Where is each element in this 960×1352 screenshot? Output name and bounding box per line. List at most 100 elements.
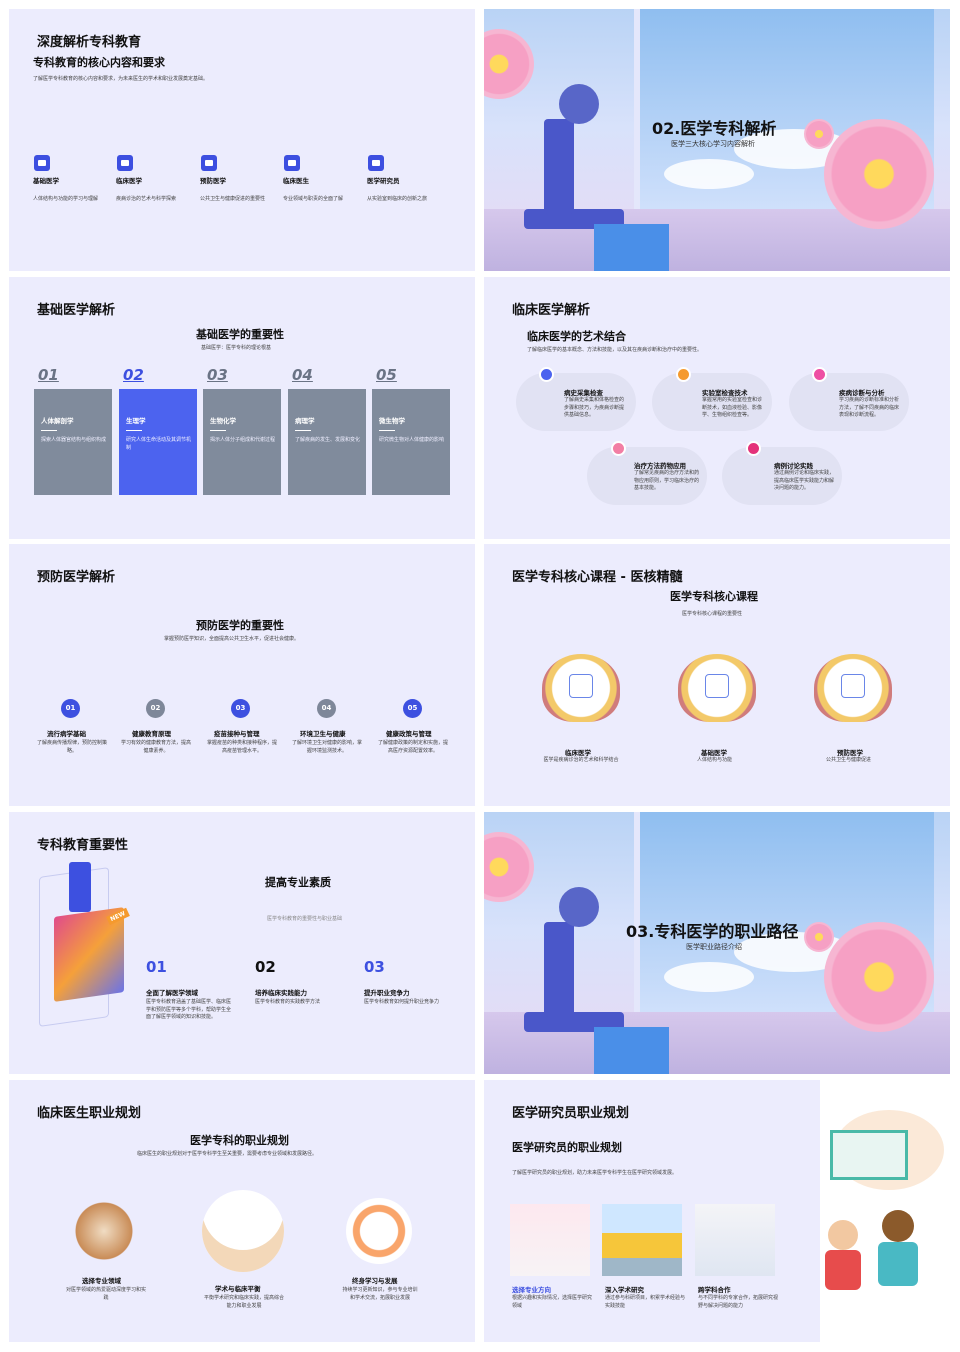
card-label: 病理学 [295, 417, 315, 425]
slide-title: 基础医学解析 [37, 303, 116, 318]
course-image [542, 654, 620, 722]
slide-subtitle: 医学研究员的职业规划 [512, 1141, 622, 1154]
slide-basic-medicine[interactable]: 基础医学解析 基础医学的重要性 基础医学：医学专科的理论根基 01 02 03 … [9, 277, 475, 539]
diagnosis-icon [812, 367, 827, 382]
bubble-desc: 掌握常用的实验室检查和诊断技术，如血液检验、影像学、生物组织检查等。 [702, 397, 763, 418]
step-number: 02 [146, 699, 165, 718]
item-desc: 公共卫生与健康促进的重要性 [200, 196, 266, 202]
step-label: 环境卫生与健康 [300, 730, 346, 738]
slide-importance[interactable]: 专科教育重要性 NEW 提高专业素质 医学专科教育的重要性与职业基础 01 全面… [9, 812, 475, 1074]
career-desc: 持续学习更新知识，参与专业培训和学术交流，拓展职业发展 [342, 1287, 418, 1301]
step-desc: 了解环境卫生对健康的影响，掌握环境监测技术。 [292, 740, 363, 754]
item-desc: 从实验室到临床的创新之旅 [367, 196, 428, 202]
topic-card[interactable]: 病理学 了解疾病的发生、发展和变化 [288, 389, 366, 495]
slide-title: 预防医学解析 [37, 570, 116, 585]
card-label: 生物化学 [210, 417, 236, 425]
section-title: 03.专科医学的职业路径 [626, 922, 799, 941]
card-desc: 揭示人体分子组成和代谢过程 [210, 437, 276, 443]
course-image [814, 654, 892, 722]
card-number: 01 [38, 366, 59, 384]
slide-core-courses[interactable]: 医学专科核心课程 - 医核精髓 医学专科核心课程 医学专科核心课程的重要性 临床… [484, 544, 950, 806]
card-number: 05 [376, 366, 397, 384]
topic-card[interactable]: 微生物学 研究微生物对人体健康的影响 [372, 389, 450, 495]
point-desc: 医学专科教育的实践教学方法 [255, 999, 321, 1005]
card-number: 03 [207, 366, 228, 384]
research-desc: 根据兴趣和实际情况，选择医学研究领域 [512, 1295, 593, 1309]
section-subtitle: 医学三大核心学习内容解析 [671, 140, 755, 148]
kids-illustration [820, 1080, 950, 1342]
slide-section-03[interactable]: 03.专科医学的职业路径 医学职业路径介绍 [484, 812, 950, 1074]
step-desc: 学习有效的健康教育方法，提高健康素养。 [121, 740, 192, 754]
bubble-desc: 了解常见疾病的治疗方法和药物应用原则，学习临床治疗的基本技能。 [634, 470, 700, 491]
career-desc: 平衡学术研究和临床实践，提高综合能力和职业发展 [203, 1295, 284, 1309]
research-desc: 与不同学科的专家合作，拓展研究视野与解决问题的能力 [698, 1295, 779, 1309]
career-label: 选择专业领域 [82, 1277, 121, 1285]
point-label: 全面了解医学领域 [146, 989, 198, 997]
slide-researcher-career[interactable]: 医学研究员职业规划 医学研究员的职业规划 了解医学研究员的职业规划，助力未来医学… [484, 1080, 950, 1342]
career-image [346, 1198, 412, 1264]
slide-intro[interactable]: 深度解析专科教育 专科教育的核心内容和要求 了解医学专科教育的核心内容和要求，为… [9, 9, 475, 271]
slide-title: 深度解析专科教育 [37, 35, 142, 50]
card-label: 微生物学 [379, 417, 405, 425]
topic-bubble[interactable] [722, 447, 842, 505]
lab-icon [676, 367, 691, 382]
section-subtitle: 医学职业路径介绍 [686, 943, 742, 951]
topic-bubble[interactable] [652, 373, 772, 431]
point-desc: 医学专科教育涵盖了基础医学、临床医学和预防医学等多个学科，帮助学生全面了解医学领… [146, 999, 232, 1020]
course-label: 预防医学 [837, 749, 863, 757]
step-number: 01 [61, 699, 80, 718]
topic-bubble[interactable] [789, 373, 909, 431]
item-label: 基础医学 [33, 177, 59, 185]
slide-caption: 医学专科核心课程的重要性 [682, 611, 743, 617]
research-desc: 通过参与科研项目，积累学术经验与实践技能 [605, 1295, 686, 1309]
bubble-desc: 通过病例讨论和临床实践，提高临床医学实践能力和解决问题的能力。 [774, 470, 835, 491]
topic-card[interactable]: 人体解剖学 探索人体器官结构与组织构成 [34, 389, 112, 495]
book-icon [34, 155, 50, 171]
topic-card[interactable]: 生理学 研究人体生命活动及其调节机制 [119, 389, 197, 495]
item-desc: 疾病诊治的艺术与科学探索 [116, 196, 177, 202]
career-label: 终身学习与发展 [352, 1277, 398, 1285]
shield-icon [201, 155, 217, 171]
slide-subtitle: 医学专科的职业规划 [190, 1134, 289, 1147]
item-desc: 专业领域与职责的全面了解 [283, 196, 344, 202]
point-label: 培养临床实践能力 [255, 989, 307, 997]
slide-subtitle: 预防医学的重要性 [196, 619, 284, 632]
item-label: 预防医学 [200, 177, 226, 185]
card-number: 04 [292, 366, 313, 384]
step-number: 03 [231, 699, 250, 718]
flask-icon [841, 674, 865, 698]
card-desc: 探索人体器官结构与组织构成 [41, 437, 107, 443]
research-label: 跨学科合作 [698, 1286, 731, 1294]
card-desc: 研究人体生命活动及其调节机制 [126, 437, 192, 451]
slide-subtitle: 提高专业素质 [265, 876, 331, 889]
bubble-label: 疾病诊断与分析 [839, 389, 885, 397]
slide-desc: 掌握预防医学知识，全面提高公共卫生水平，促进社会健康。 [164, 636, 300, 642]
school-bus-image [602, 1204, 682, 1276]
card-desc: 了解疾病的发生、发展和变化 [295, 437, 361, 443]
doctor-icon [284, 155, 300, 171]
card-label: 人体解剖学 [41, 417, 74, 425]
topic-bubble[interactable] [516, 373, 636, 431]
topic-card[interactable]: 生物化学 揭示人体分子组成和代谢过程 [203, 389, 281, 495]
slide-clinician-career[interactable]: 临床医生职业规划 医学专科的职业规划 临床医生的职业规划对于医学专科学生至关重要… [9, 1080, 475, 1342]
point-number: 02 [255, 958, 276, 976]
step-label: 流行病学基础 [47, 730, 86, 738]
slide-subtitle: 医学专科核心课程 [670, 590, 758, 603]
slide-desc: 了解医学研究员的职业规划，助力未来医学专科学生在医学研究领域发展。 [512, 1170, 678, 1176]
card-desc: 研究微生物对人体健康的影响 [379, 437, 445, 443]
discussion-icon [746, 441, 761, 456]
bubble-label: 实验室检查技术 [702, 389, 748, 397]
slide-clinical-medicine[interactable]: 临床医学解析 临床医学的艺术结合 了解临床医学的基本概念、方法和技能，以及其在疾… [484, 277, 950, 539]
slide-section-02[interactable]: 02.医学专科解析 医学三大核心学习内容解析 [484, 9, 950, 271]
bubble-desc: 学习疾病的诊断标准和分析方法，了解不同疾病的临床表现和诊断流程。 [839, 397, 900, 418]
research-label: 深入学术研究 [605, 1286, 644, 1294]
career-image [202, 1190, 284, 1272]
lab-scene-image [484, 9, 950, 271]
slide-desc: 了解临床医学的基本概念、方法和技能，以及其在疾病诊断和治疗中的重要性。 [527, 347, 703, 353]
document-icon [569, 674, 593, 698]
step-label: 疫苗接种与管理 [214, 730, 260, 738]
step-desc: 了解健康政策的制定和实施，提高医疗资源配置效率。 [378, 740, 449, 754]
career-label: 学术与临床平衡 [215, 1285, 261, 1293]
topic-bubble[interactable] [587, 447, 707, 505]
slide-preventive-medicine[interactable]: 预防医学解析 预防医学的重要性 掌握预防医学知识，全面提高公共卫生水平，促进社会… [9, 544, 475, 806]
